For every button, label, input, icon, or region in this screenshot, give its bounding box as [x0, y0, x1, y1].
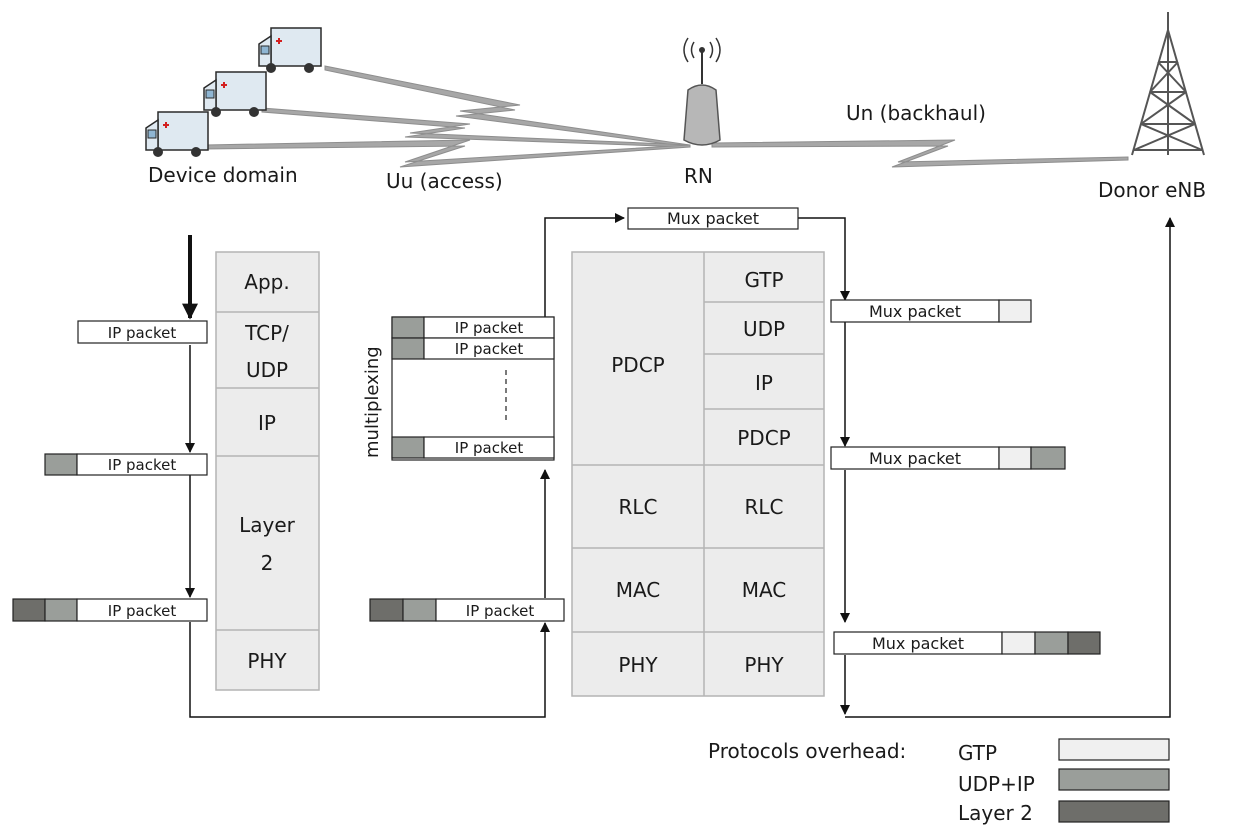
rn-right-mac: MAC	[742, 578, 787, 602]
multiplexing-group: IP packet IP packet IP packet	[391, 316, 555, 461]
ip-packet-label: IP packet	[455, 439, 524, 457]
legend-label-udpip: UDP+IP	[958, 772, 1035, 796]
legend-swatch-layer2	[1058, 800, 1170, 823]
ip-packet-label: IP packet	[108, 324, 177, 342]
legend-label-gtp: GTP	[958, 741, 997, 765]
un-backhaul-label: Un (backhaul)	[846, 101, 986, 125]
mux-packet-label: Mux packet	[667, 209, 759, 228]
legend-swatch-gtp	[1058, 738, 1170, 761]
ip-packet-label: IP packet	[455, 319, 524, 337]
ip-packet-udpip: IP packet	[44, 453, 208, 476]
device-domain-label: Device domain	[148, 163, 298, 187]
mux-packet-gtp: Mux packet	[830, 299, 1032, 323]
rn-left-rlc: RLC	[618, 495, 657, 519]
rn-left-mac: MAC	[616, 578, 661, 602]
rn-right-ip: IP	[755, 371, 773, 395]
rn-left-phy: PHY	[618, 653, 658, 677]
uu-access-links	[204, 65, 691, 168]
legend-title: Protocols overhead:	[708, 739, 906, 763]
ambulance-icon	[145, 111, 209, 157]
ue-layer-layer2-num: 2	[261, 551, 274, 575]
legend-label-layer2: Layer 2	[958, 801, 1033, 825]
rn-label: RN	[684, 164, 713, 188]
ip-packet-label: IP packet	[108, 456, 177, 474]
mux-packet-label: Mux packet	[872, 634, 964, 653]
mux-packet-layer2: Mux packet	[833, 631, 1101, 655]
relay-node-icon	[683, 37, 721, 146]
ue-layer-tcp: TCP/	[244, 321, 289, 345]
ue-layer-app: App.	[244, 270, 289, 294]
ue-layer-udp: UDP	[246, 358, 288, 382]
rn-left-pdcp: PDCP	[611, 353, 665, 377]
ue-layer-layer2: Layer	[239, 513, 296, 537]
mux-packet-label: Mux packet	[869, 302, 961, 321]
multiplexing-label: multiplexing	[362, 346, 383, 458]
ue-layer-phy: PHY	[247, 649, 287, 673]
uu-access-label: Uu (access)	[386, 169, 503, 193]
mux-packet-label: Mux packet	[869, 449, 961, 468]
rn-right-phy: PHY	[744, 653, 784, 677]
overhead-legend: Protocols overhead: GTP UDP+IP Layer 2	[708, 738, 1170, 825]
ambulance-icon	[203, 71, 267, 117]
ip-packet-label: IP packet	[108, 602, 177, 620]
rn-right-pdcp: PDCP	[737, 426, 791, 450]
rn-right-udp: UDP	[743, 317, 785, 341]
ip-packet-label: IP packet	[455, 340, 524, 358]
donor-enb-label: Donor eNB	[1098, 178, 1206, 202]
ip-packet-layer2: IP packet	[12, 598, 208, 622]
flow-arrows	[182, 213, 1175, 718]
ue-protocol-stack	[215, 251, 320, 691]
mux-packet-top: Mux packet	[627, 207, 799, 230]
ue-layer-ip: IP	[258, 411, 276, 435]
tower-icon	[1131, 12, 1205, 156]
ip-packet-label: IP packet	[466, 602, 535, 620]
un-backhaul-link	[711, 139, 1129, 168]
rn-received-packet: IP packet	[369, 598, 565, 622]
rn-right-rlc: RLC	[744, 495, 783, 519]
legend-swatch-udpip	[1058, 768, 1170, 791]
mux-packet-udpip: Mux packet	[830, 446, 1066, 470]
rn-right-gtp: GTP	[744, 268, 783, 292]
rn-protocol-stack	[571, 251, 825, 697]
ip-packet-app: IP packet	[77, 320, 208, 344]
ambulance-icon	[258, 27, 322, 73]
